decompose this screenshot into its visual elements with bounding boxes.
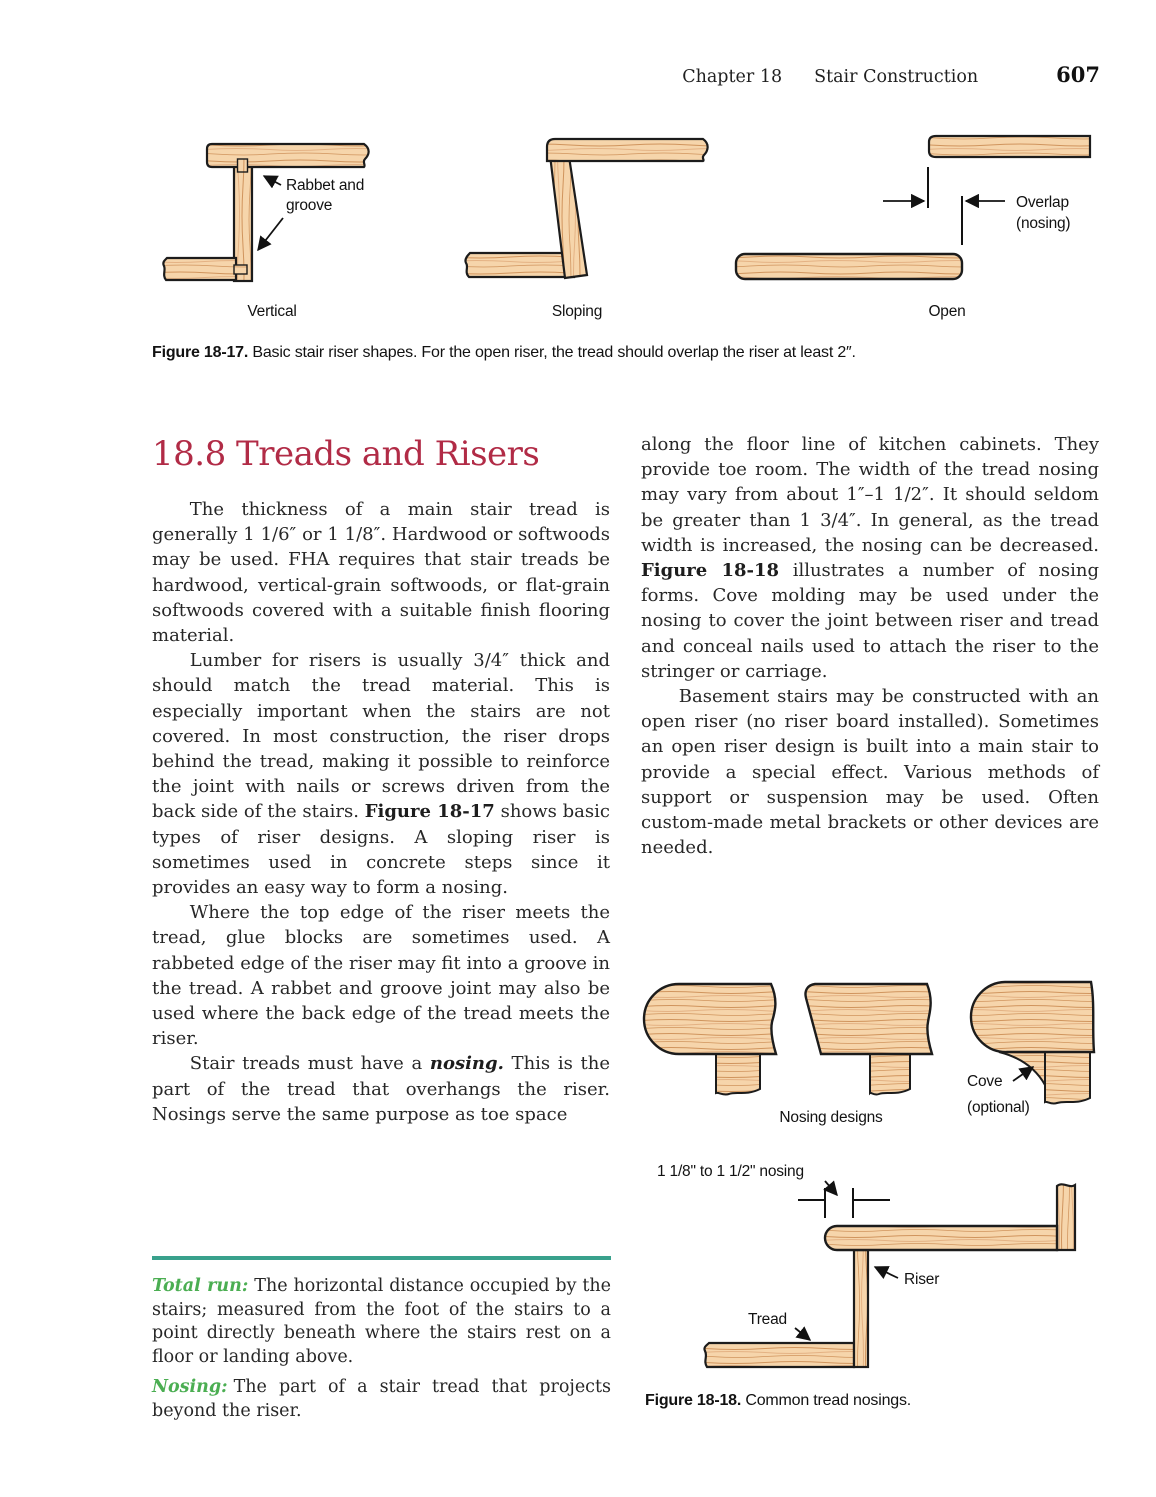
sloping-riser-diagram: Sloping [464, 137, 709, 320]
cove-optional-label: (optional) [967, 1099, 1030, 1116]
running-head: Chapter 18 Stair Construction 607 [0, 62, 1100, 87]
glossary-definition: The part of a stair tread that projects … [152, 1377, 611, 1421]
riser-board [715, 1053, 761, 1096]
open-label: Open [928, 303, 965, 320]
riser-board [1044, 1049, 1091, 1105]
glossary-entry: Total run:The horizontal distance occupi… [152, 1275, 611, 1369]
glossary-block: Total run:The horizontal distance occupi… [152, 1256, 611, 1424]
nosing-dimension-label: 1 1/8" to 1 1/2" nosing [657, 1163, 804, 1180]
bottom-tread-board [734, 252, 964, 281]
figure-18-18-tread-riser-diagram: 1 1/8" to 1 1/2" nosing Riser Tread [657, 1163, 1077, 1369]
riser-board [852, 1248, 870, 1369]
tread-board [642, 982, 778, 1056]
paragraph: Lumber for risers is usually 3/4″ thick … [152, 648, 610, 900]
figure-18-18-caption: Figure 18-18. Common tread nosings. [645, 1392, 1101, 1410]
rabbet-groove-label: Rabbet and [286, 177, 364, 194]
tread-board [804, 982, 934, 1056]
rabbet-joint-top [236, 158, 249, 173]
rabbet-joint-bottom [233, 264, 248, 275]
top-tread-board [205, 142, 370, 169]
callout-arrow [873, 1266, 899, 1280]
right-column: along the floor line of kitchen cabinets… [641, 432, 1099, 860]
paragraph: Where the top edge of the riser meets th… [152, 900, 610, 1051]
figure-18-17-diagram: Rabbet and groove Vertical Sloping Overl… [162, 134, 1092, 320]
figure-caption-text: Common tread nosings. [741, 1392, 912, 1409]
riser-board [869, 1053, 911, 1096]
paragraph-text: illustrates a number of nosing forms. Co… [641, 560, 1099, 682]
key-term: nosing. [429, 1053, 504, 1075]
cove-molding [998, 1051, 1046, 1089]
paragraph: along the floor line of kitchen cabinets… [641, 432, 1099, 684]
upper-riser-board [1055, 1182, 1077, 1252]
paragraph-text: Where the top edge of the riser meets th… [152, 902, 610, 1050]
figure-ref: Figure 18-18 [641, 560, 780, 582]
figure-caption-label: Figure 18-17. [152, 344, 249, 361]
glossary-term: Nosing: [152, 1377, 228, 1398]
paragraph: Basement stairs may be constructed with … [641, 684, 1099, 860]
chapter-label: Chapter 18 [682, 67, 783, 87]
paragraph-text: Basement stairs may be constructed with … [641, 686, 1099, 859]
paragraph-text: Lumber for risers is usually 3/4″ thick … [152, 650, 610, 823]
glossary-entry: Nosing:The part of a stair tread that pr… [152, 1376, 611, 1423]
tread-board [969, 980, 1096, 1054]
left-column: The thickness of a main stair tread is g… [152, 497, 610, 1127]
glossary-definition: The horizontal distance occupied by the … [152, 1276, 611, 1367]
paragraph: The thickness of a main stair tread is g… [152, 497, 610, 648]
callout-arrow [262, 175, 282, 189]
figure-18-17-caption: Figure 18-17. Basic stair riser shapes. … [152, 344, 1082, 362]
page-number: 607 [1056, 62, 1100, 87]
paragraph-text: shows basic types of riser designs. A sl… [152, 801, 610, 899]
cove-nosing-profile: Cove (optional) [967, 980, 1096, 1116]
overlap-label: Overlap [1016, 194, 1069, 211]
top-tread-board [927, 134, 1092, 159]
glossary-term: Total run: [152, 1276, 249, 1296]
sloping-label: Sloping [552, 303, 602, 320]
glossary-divider [152, 1256, 611, 1260]
rounded-nosing-profile [642, 982, 778, 1096]
lower-tread-board [703, 1341, 856, 1369]
paragraph-text: along the floor line of kitchen cabinets… [641, 434, 1099, 556]
callout-arrow [823, 1180, 838, 1197]
top-tread-board [545, 137, 709, 163]
vertical-riser-diagram: Rabbet and groove Vertical [162, 142, 370, 320]
figure-caption-label: Figure 18-18. [645, 1392, 742, 1409]
beveled-nosing-profile [804, 982, 934, 1096]
upper-tread-board [823, 1224, 1059, 1252]
vertical-label: Vertical [247, 303, 296, 320]
bottom-tread-board [162, 256, 238, 282]
overlap-label: (nosing) [1016, 215, 1070, 232]
nosing-designs-label: Nosing designs [779, 1109, 883, 1126]
paragraph-text: The thickness of a main stair tread is g… [152, 499, 610, 647]
figure-caption-text: Basic stair riser shapes. For the open r… [248, 344, 856, 361]
riser-label: Riser [904, 1271, 939, 1288]
cove-label: Cove [967, 1073, 1002, 1090]
tread-label: Tread [748, 1311, 787, 1328]
rabbet-groove-label: groove [286, 197, 332, 214]
open-riser-diagram: Overlap (nosing) Open [734, 134, 1092, 320]
figure-18-18-nosing-designs-diagram: Cove (optional) Nosing designs [642, 980, 1096, 1126]
callout-arrow [1012, 1066, 1035, 1082]
bottom-tread-board [464, 251, 576, 279]
paragraph-text: Stair treads must have a [189, 1053, 430, 1075]
callout-arrow [794, 1326, 812, 1341]
figure-ref: Figure 18-17 [364, 801, 495, 823]
section-heading: 18.8 Treads and Risers [152, 434, 540, 474]
paragraph-text: This is the part of the tread that overh… [152, 1053, 610, 1125]
chapter-title: Stair Construction [814, 67, 979, 87]
paragraph: Stair treads must have a nosing. This is… [152, 1051, 610, 1127]
callout-arrow [257, 217, 284, 252]
